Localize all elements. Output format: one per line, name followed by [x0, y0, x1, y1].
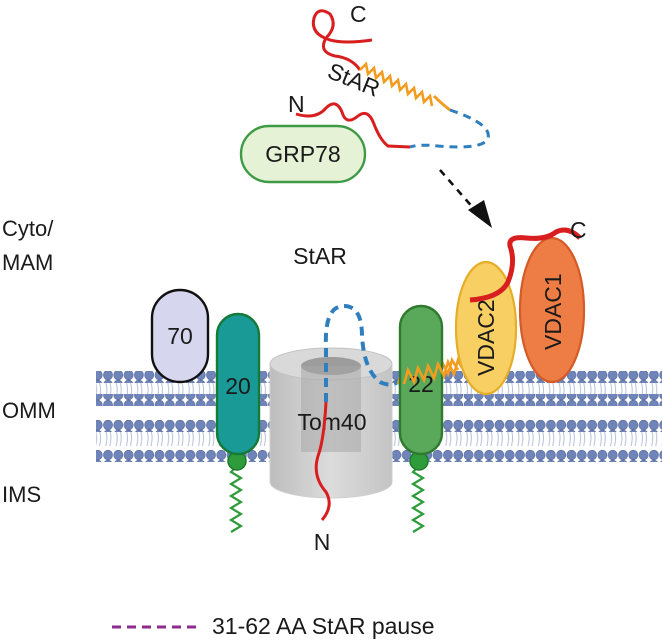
star-helix-overlay [402, 356, 464, 386]
tom70-receptor: 70 [150, 288, 210, 384]
tom70-label: 70 [167, 323, 193, 349]
omm-label: OMM [2, 398, 56, 423]
tom20-label: 20 [225, 373, 251, 399]
cyto-label: Cyto/ [2, 216, 54, 241]
vdac1-label: VDAC1 [540, 273, 566, 350]
star-n-terminus-in-ims [314, 401, 331, 521]
star-dashed-loop [323, 303, 402, 402]
star-c-terminus-on-vdac [469, 227, 582, 303]
star-dashed-segment [409, 108, 490, 149]
translocation-arrowhead [468, 200, 492, 228]
star-n-label-bottom: N [314, 529, 331, 555]
tom22-receptor: 22 [398, 304, 444, 533]
star-n-terminal-segment [295, 102, 411, 149]
tom40-channel: Tom40 [269, 347, 393, 499]
grp78-chaperone: GRP78 [239, 124, 367, 184]
star-c-terminal-segment [311, 9, 373, 71]
tom20-receptor: 20 [215, 312, 261, 533]
legend-pause-label: 31-62 AA StAR pause [212, 613, 435, 639]
vdac1-channel: VDAC1 [518, 236, 586, 384]
tom40-label: Tom40 [297, 409, 366, 435]
grp78-label: GRP78 [265, 141, 340, 167]
legend: 31-62 AA StAR pause [112, 613, 435, 639]
vdac2-channel: VDAC2 [454, 260, 518, 396]
ims-label: IMS [2, 482, 41, 507]
star-n-label-top: N [288, 91, 305, 117]
star-label-mid: StAR [293, 243, 347, 269]
star-c-label-right: C [570, 217, 587, 243]
star-c-label-top: C [350, 1, 367, 27]
mam-label: MAM [2, 250, 53, 275]
vdac2-label: VDAC2 [473, 299, 499, 376]
star-orange-helix [359, 61, 434, 107]
